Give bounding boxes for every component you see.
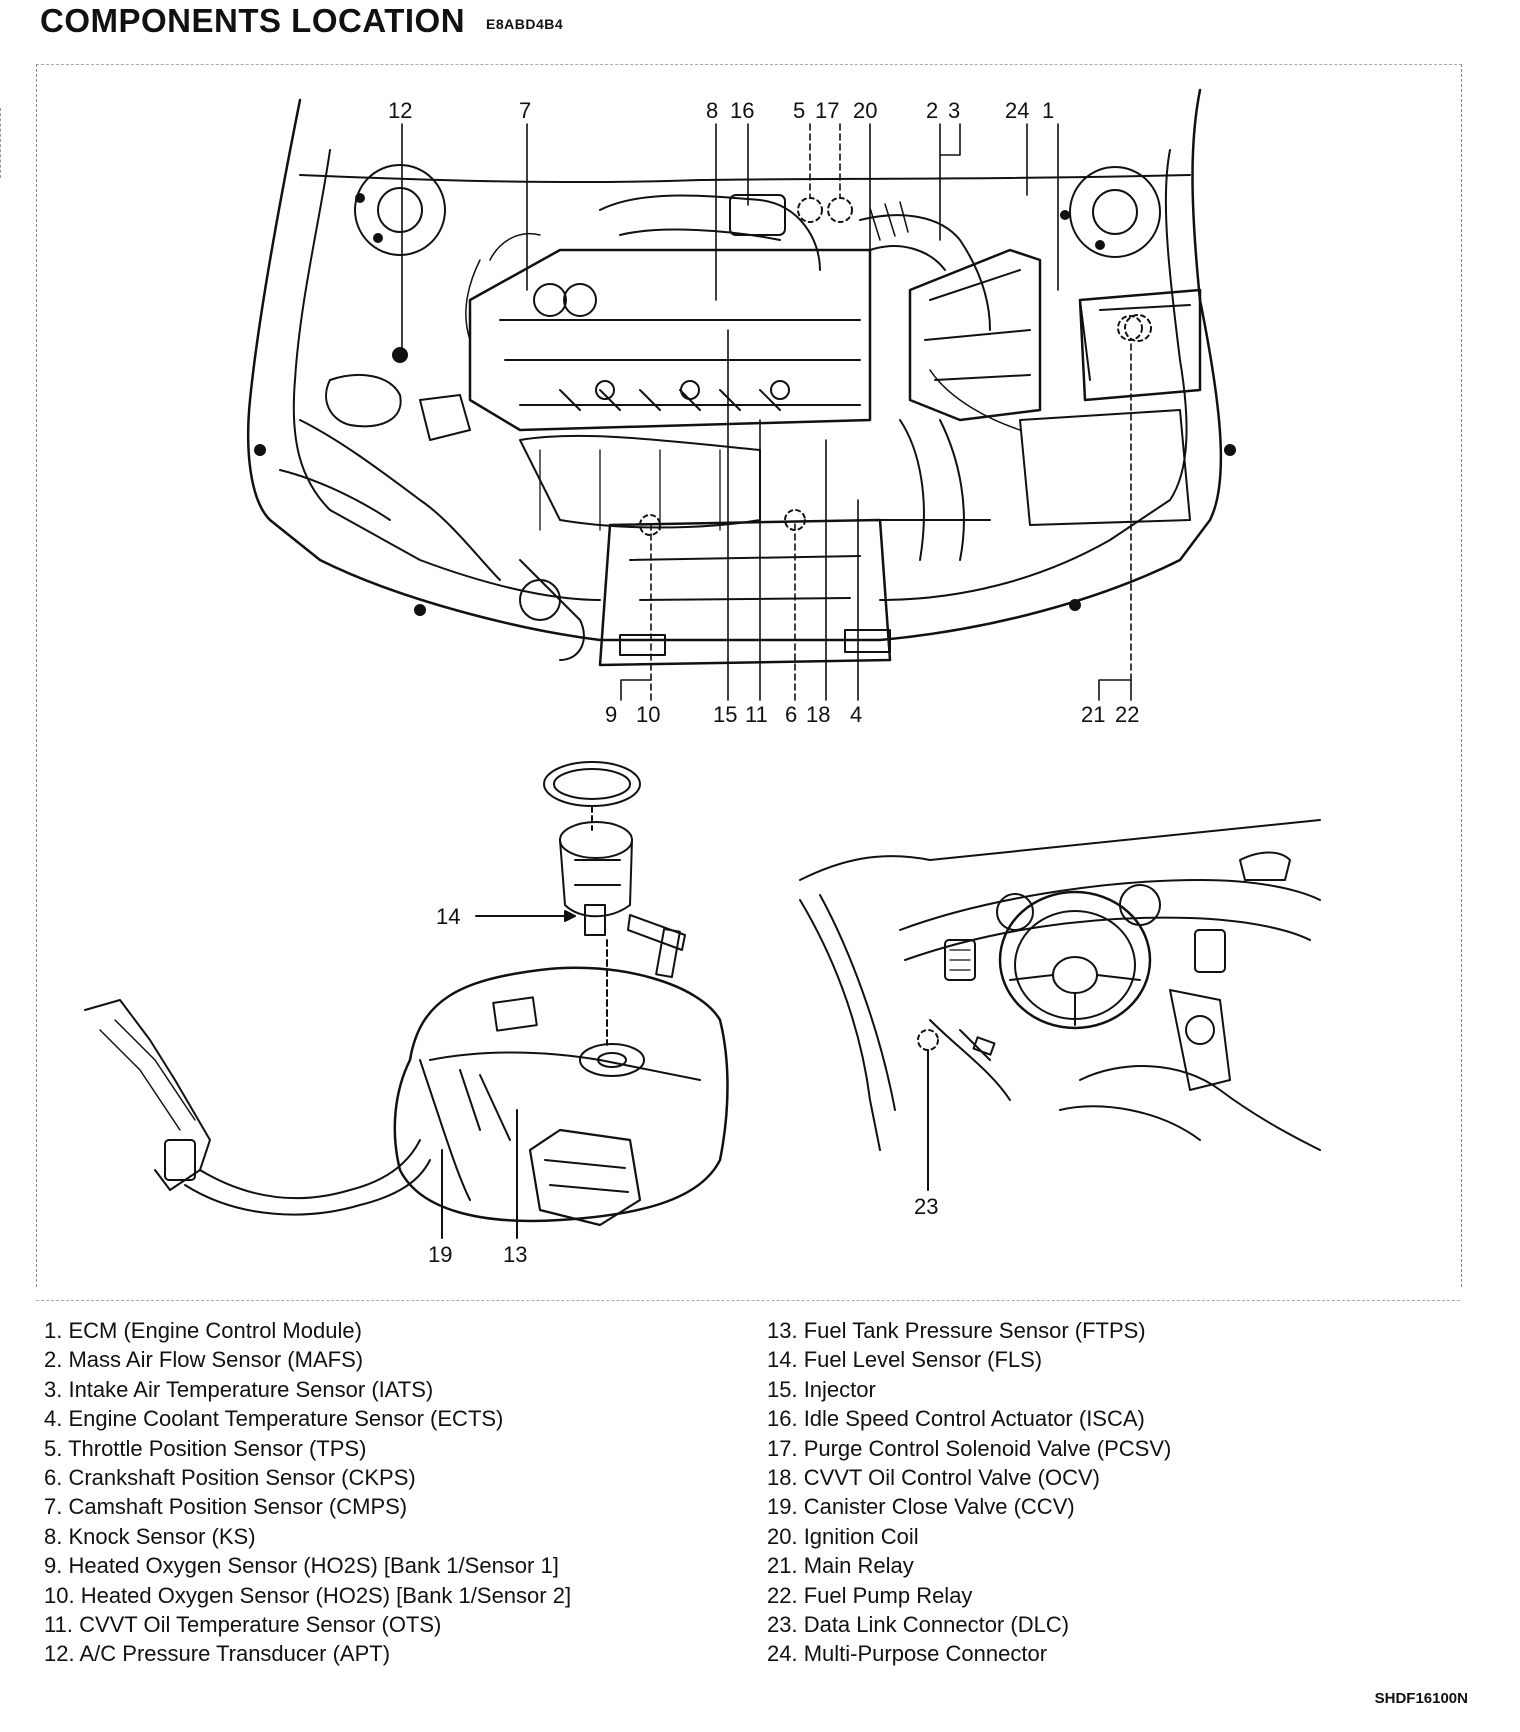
legend-item: 10. Heated Oxygen Sensor (HO2S) [Bank 1/…: [44, 1582, 572, 1608]
callout-3: 3: [948, 98, 960, 123]
callout-24: 24: [1005, 98, 1029, 123]
figure-frame: [36, 64, 1462, 1287]
callout-19: 19: [428, 1242, 452, 1267]
legend-item: 1. ECM (Engine Control Module): [44, 1318, 362, 1343]
legend-item: 14. Fuel Level Sensor (FLS): [767, 1347, 1043, 1373]
callout-15: 15: [713, 702, 737, 727]
legend-item: 12. A/C Pressure Transducer (APT): [44, 1641, 391, 1667]
callout-23: 23: [914, 1194, 938, 1219]
legend-item: 8. Knock Sensor (KS): [44, 1523, 256, 1549]
callout-18: 18: [806, 702, 830, 727]
callout-8: 8: [706, 98, 718, 123]
legend-item: 4. Engine Coolant Temperature Sensor (EC…: [44, 1406, 504, 1432]
callout-12: 12: [388, 98, 412, 123]
callout-6: 6: [785, 702, 797, 727]
legend-item: 2. Mass Air Flow Sensor (MAFS): [44, 1347, 364, 1373]
callout-16: 16: [730, 98, 754, 123]
callout-9: 9: [605, 702, 617, 727]
legend-item: 3. Intake Air Temperature Sensor (IATS): [44, 1376, 434, 1402]
legend-item: 15. Injector: [767, 1376, 876, 1402]
callout-21: 21: [1081, 702, 1105, 727]
dashboard-drawing: [799, 819, 1321, 1191]
legend-item: 13. Fuel Tank Pressure Sensor (FTPS): [767, 1318, 1146, 1343]
callout-10: 10: [636, 702, 660, 727]
engine-leader-lines: [401, 123, 1132, 701]
callout-11: 11: [745, 702, 768, 727]
figure-frame-bottom: [36, 1300, 1460, 1301]
legend-item: 16. Idle Speed Control Actuator (ISCA): [767, 1406, 1145, 1432]
legend-item: 21. Main Relay: [767, 1553, 914, 1579]
callout-2: 2: [926, 98, 938, 123]
legend-item: 24. Multi-Purpose Connector: [767, 1641, 1048, 1667]
callout-labels: 12 7 8 16 5 17 20 2 3 24 1 9 10 15 11 6 …: [388, 98, 1139, 1267]
legend-item: 22. Fuel Pump Relay: [767, 1582, 973, 1608]
document-code: E8ABD4B4: [486, 16, 564, 32]
callout-13: 13: [503, 1242, 527, 1267]
legend-item: 20. Ignition Coil: [767, 1523, 919, 1549]
page-title: COMPONENTS LOCATION: [40, 2, 466, 39]
legend-left-column: 1. ECM (Engine Control Module) 2. Mass A…: [44, 1316, 571, 1669]
callout-22: 22: [1115, 702, 1139, 727]
components-diagram: 12 7 8 16 5 17 20 2 3 24 1 9 10 15 11 6 …: [84, 88, 1321, 1267]
legend-item: 23. Data Link Connector (DLC): [767, 1612, 1070, 1638]
figure-id: SHDF16100N: [1374, 1690, 1468, 1707]
legend-item: 18. CVVT Oil Control Valve (OCV): [767, 1465, 1100, 1491]
legend-item: 9. Heated Oxygen Sensor (HO2S) [Bank 1/S…: [44, 1553, 559, 1579]
callout-7: 7: [519, 98, 531, 123]
margin-ticks: [0, 108, 4, 178]
legend-item: 6. Crankshaft Position Sensor (CKPS): [44, 1465, 416, 1491]
callout-14: 14: [436, 904, 460, 929]
legend-item: 19. Canister Close Valve (CCV): [767, 1494, 1075, 1520]
legend-item: 11. CVVT Oil Temperature Sensor (OTS): [44, 1612, 442, 1638]
callout-4: 4: [850, 702, 862, 727]
callout-17: 17: [815, 98, 839, 123]
callout-5: 5: [793, 98, 805, 123]
engine-bay-drawing: [246, 88, 1236, 667]
callout-1: 1: [1042, 98, 1054, 123]
legend-item: 7. Camshaft Position Sensor (CMPS): [44, 1494, 408, 1520]
legend-item: 17. Purge Control Solenoid Valve (PCSV): [767, 1435, 1172, 1461]
fuel-system-drawing: [84, 761, 729, 1239]
callout-20: 20: [853, 98, 877, 123]
legend-item: 5. Throttle Position Sensor (TPS): [44, 1435, 367, 1461]
legend-right-column: 13. Fuel Tank Pressure Sensor (FTPS) 14.…: [767, 1316, 1171, 1669]
